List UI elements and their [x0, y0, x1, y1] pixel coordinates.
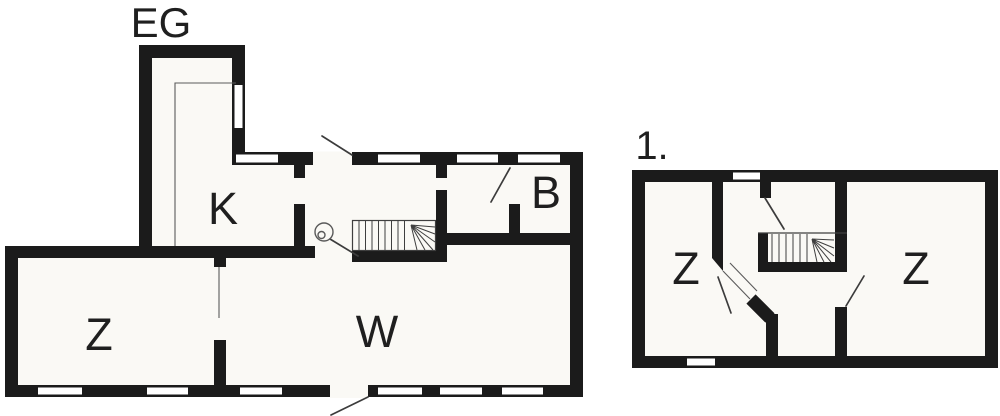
floorplan-ground-floor: EG K B Z W: [5, 0, 583, 416]
floorplan-first-floor: 1. Z Z: [632, 124, 998, 368]
room-label-bedroom-eg: Z: [85, 309, 113, 360]
terrace-door-swing: [330, 396, 369, 416]
walls-first-floor: [632, 170, 998, 368]
room-label-bedroom-left: Z: [672, 243, 700, 294]
right-bedroom-door-swing: [845, 275, 865, 307]
room-areas-eg: [5, 45, 583, 397]
diagonal-opening-edge2: [729, 262, 758, 292]
stair-door-swing: [764, 197, 785, 230]
door-swings-first-floor: [717, 197, 865, 314]
room-label-bathroom: B: [531, 167, 561, 218]
door-pivot-symbol-inner: [317, 230, 326, 240]
door-swings-eg: [218, 135, 511, 416]
room-label-kitchen: K: [208, 183, 238, 234]
left-bedroom-door-swing: [717, 276, 732, 314]
windows-eg: [38, 85, 560, 395]
entrance-door-swing: [321, 135, 353, 156]
diagonal-opening-edge: [722, 270, 751, 300]
hall-door-swing: [329, 238, 359, 257]
bathroom-door-swing: [490, 167, 511, 203]
label-first-floor: 1.: [635, 124, 668, 168]
windows-first-floor: [687, 172, 760, 366]
door-openings-eg: [313, 151, 368, 398]
room-label-living-room: W: [356, 306, 399, 357]
door-pivot-symbol: [314, 222, 334, 242]
kitchen-inner-line: [174, 82, 236, 246]
room-label-bedroom-right: Z: [902, 243, 930, 294]
staircase-eg: [351, 219, 437, 252]
label-ground-floor: EG: [131, 0, 192, 46]
staircase-first-floor: [758, 232, 847, 263]
